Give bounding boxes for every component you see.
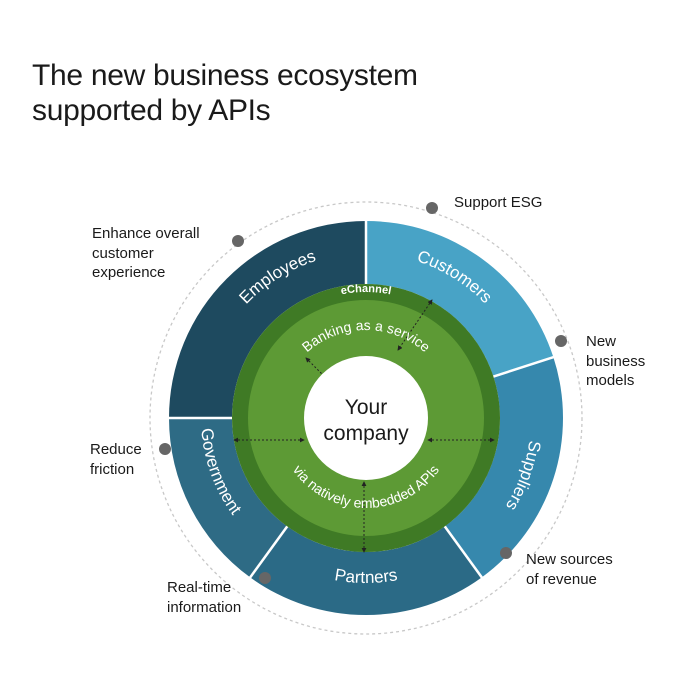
callout-marker-dot [500,547,512,559]
segment-partners [250,526,482,615]
callout-marker-dot [159,443,171,455]
outer-dashed-ring [149,201,583,635]
callout-support-esg: Support ESG [454,194,543,211]
echannel-label: eChannel [340,283,393,297]
segment-divider [491,355,556,379]
segment-divider [442,524,484,580]
callout-new-revenue: New sources of revenue [526,551,613,588]
callout-marker-dot [259,572,271,584]
segment-employees [169,221,366,418]
callout-real-time-information: Real-time information [167,579,242,616]
segment-label-partners: Partners [333,565,398,587]
echannel-label-path: eChannel [340,283,393,297]
page-title: The new business ecosystem supported by … [32,58,418,128]
title-line-1: The new business ecosystem [32,59,418,92]
center-label-line-2: company [323,422,409,445]
center-label-line-1: Your [345,396,387,419]
callout-marker-dot [555,335,567,347]
segment-suppliers [444,357,563,578]
title-line-2: supported by APIs [32,94,271,127]
center-circle [304,356,428,480]
segment-government [169,418,288,578]
callout-marker-dot [232,235,244,247]
callout-enhance-experience: Enhance overall customer experience [92,225,200,281]
segment-divider [248,524,290,580]
callout-marker-dot [426,202,438,214]
segment-label-partners-path: Partners [333,565,398,587]
callout-reduce-friction: Reduce friction [90,441,142,478]
segment-customers [366,221,554,377]
callout-new-business-models: New business models [586,333,646,389]
